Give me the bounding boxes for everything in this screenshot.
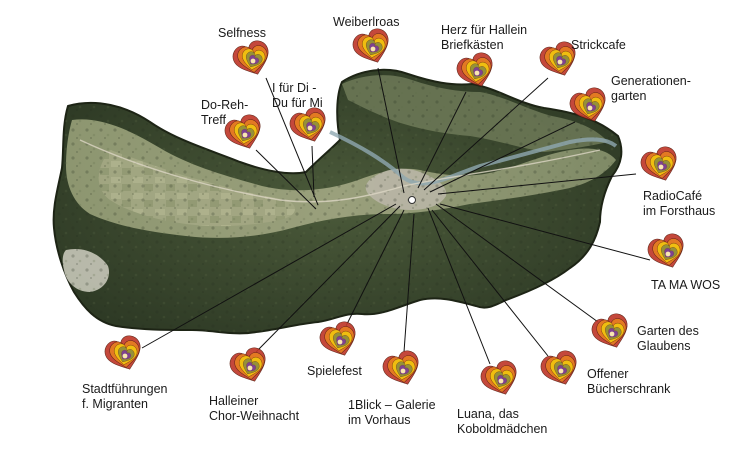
heart-spiral-icon[interactable] — [227, 345, 272, 388]
project-icons — [102, 26, 690, 401]
label-ta-ma-wos[interactable]: TA MA WOS — [651, 278, 721, 292]
heart-spiral-core — [587, 105, 593, 111]
label-i-fuer-di[interactable]: I für Di - Du für Mi — [272, 81, 323, 110]
center-marker — [408, 196, 416, 204]
label-halleiner-chor[interactable]: Halleiner Chor-Weihnacht — [209, 394, 300, 423]
connector-line-generationengarten — [429, 121, 576, 193]
heart-spiral-icon[interactable] — [638, 144, 683, 187]
heart-spiral-core — [665, 251, 671, 257]
connector-line-1blick — [403, 213, 415, 353]
connector-line-selfness — [265, 77, 319, 206]
label-1blick[interactable]: 1Blick – Galerie im Vorhaus — [348, 398, 436, 427]
connector-line-garten-des-glaubens — [435, 203, 599, 323]
connector-line-do-reh-treff — [255, 149, 317, 210]
heart-spiral-icon[interactable] — [567, 85, 612, 128]
heart-spiral-icon[interactable] — [350, 26, 395, 69]
connector-line-radiocafe — [437, 173, 637, 195]
heart-spiral-core — [250, 58, 256, 64]
label-generationengarten[interactable]: Generationen- garten — [611, 74, 691, 103]
label-herz-fuer-hallein[interactable]: Herz für Hallein Briefkästen — [441, 23, 528, 52]
heart-spiral-icon[interactable] — [102, 333, 147, 376]
heart-spiral-core — [122, 353, 128, 359]
connector-line-offener-buecherschrank — [431, 209, 549, 357]
connector-line-luana — [427, 207, 491, 365]
river-salzach — [329, 130, 618, 186]
heart-spiral-core — [370, 46, 376, 52]
label-luana[interactable]: Luana, das Koboldmädchen — [457, 407, 548, 436]
connector-line-strickcafe — [423, 77, 549, 191]
heart-spiral-core — [337, 339, 343, 345]
connector-line-ta-ma-wos — [439, 203, 651, 261]
heart-spiral-icon[interactable] — [222, 112, 267, 155]
heart-spiral-core — [400, 368, 406, 374]
heart-spiral-core — [474, 70, 480, 76]
connector-line-i-fuer-di — [311, 145, 315, 198]
connector-line-halleiner-chor — [255, 205, 401, 353]
heart-spiral-icon[interactable] — [230, 38, 275, 81]
label-selfness[interactable]: Selfness — [218, 26, 266, 40]
heart-spiral-core — [609, 331, 615, 337]
label-weiberlroas[interactable]: Weiberlroas — [333, 15, 400, 29]
heart-spiral-icon[interactable] — [537, 39, 582, 82]
heart-spiral-core — [307, 125, 313, 131]
heart-spiral-icon[interactable] — [589, 311, 634, 354]
label-do-reh-treff[interactable]: Do-Reh- Treff — [201, 98, 249, 127]
heart-spiral-icon[interactable] — [645, 231, 690, 274]
heart-spiral-core — [558, 368, 564, 374]
heart-spiral-core — [658, 164, 664, 170]
heart-spiral-core — [498, 378, 504, 384]
heart-spiral-icon[interactable] — [454, 50, 499, 93]
label-garten-des-glaubens[interactable]: Garten des Glaubens — [637, 324, 699, 353]
label-spielefest[interactable]: Spielefest — [307, 364, 362, 378]
label-stadtfuehrungen[interactable]: Stadtführungen f. Migranten — [82, 382, 168, 411]
connector-lines — [141, 67, 651, 365]
road — [79, 139, 601, 203]
label-strickcafe[interactable]: Strickcafe — [571, 38, 626, 52]
heart-spiral-icon[interactable] — [380, 348, 425, 391]
heart-spiral-core — [242, 132, 248, 138]
connector-line-spielefest — [345, 209, 405, 327]
heart-spiral-core — [247, 365, 253, 371]
label-radiocafe[interactable]: RadioCafé im Forsthaus — [643, 189, 716, 218]
heart-spiral-icon[interactable] — [317, 319, 362, 362]
label-offener-buecherschrank[interactable]: Offener Bücherschrank — [587, 367, 671, 396]
connector-line-weiberlroas — [377, 67, 405, 194]
heart-spiral-icon[interactable] — [287, 105, 332, 148]
connector-line-stadtfuehrungen — [141, 203, 397, 349]
heart-spiral-icon[interactable] — [478, 358, 523, 401]
heart-spiral-core — [557, 59, 563, 65]
heart-spiral-icon[interactable] — [538, 348, 583, 391]
connector-line-herz-fuer-hallein — [417, 91, 467, 189]
